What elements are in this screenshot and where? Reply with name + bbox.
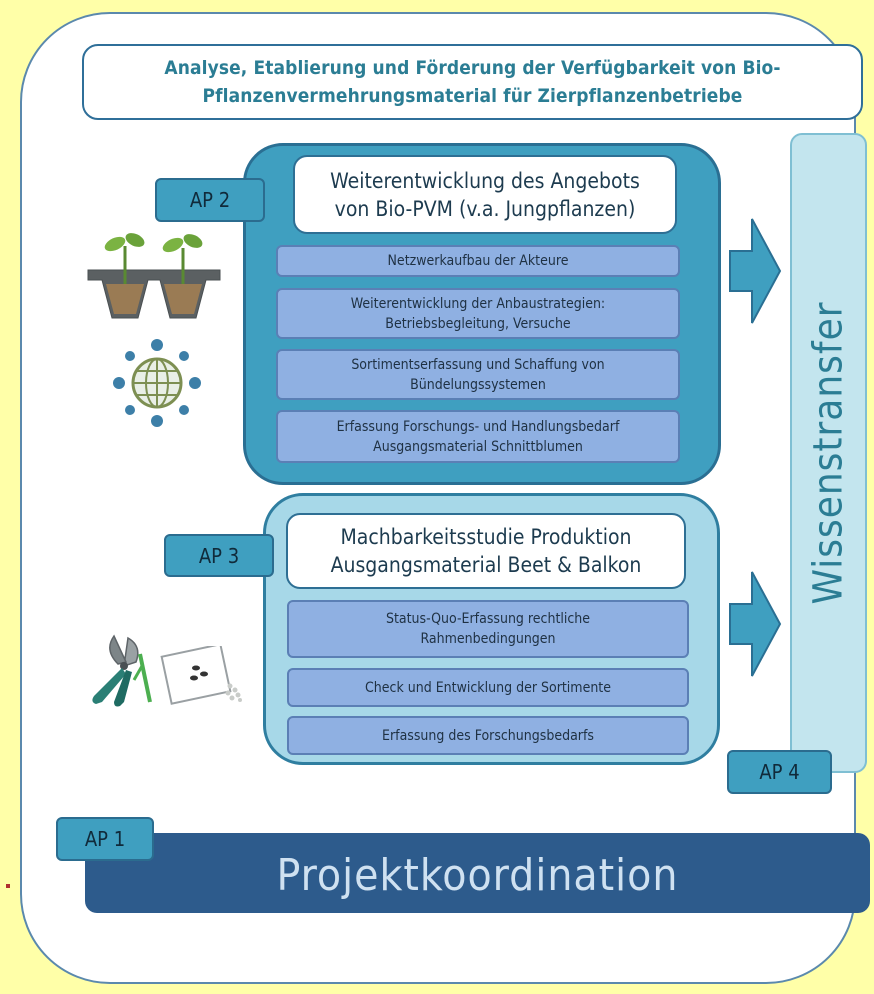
project-title-line1: Analyse, Etablierung und Förderung der V… xyxy=(164,57,781,79)
ap2-task-4: Erfassung Forschungs- und Handlungsbedar… xyxy=(276,410,680,463)
project-title-box: Analyse, Etablierung und Förderung der V… xyxy=(82,44,863,120)
ap1-label: AP 1 xyxy=(56,817,154,861)
ap3-heading: Machbarkeitsstudie Produktion Ausgangsma… xyxy=(286,513,686,589)
ap2-heading: Weiterentwicklung des Angebots von Bio-P… xyxy=(293,155,677,234)
seed-packet-icon xyxy=(160,646,242,705)
ap3-heading-line1: Machbarkeitsstudie Produktion xyxy=(340,525,632,549)
ap3-task-1-line2: Rahmenbedingungen xyxy=(420,631,556,647)
ap2-heading-line2: von Bio-PVM (v.a. Jungpflanzen) xyxy=(334,196,636,221)
ap2-task-2-line1: Weiterentwicklung der Anbaustrategien: xyxy=(350,295,606,312)
ap2-task-1: Netzwerkaufbau der Akteure xyxy=(276,245,680,277)
ap3-heading-line2: Ausgangsmaterial Beet & Balkon xyxy=(330,553,642,577)
ap2-task-3-line1: Sortimentserfassung und Schaffung von xyxy=(351,356,605,373)
ap2-heading-line1: Weiterentwicklung des Angebots xyxy=(330,168,640,193)
ap3-task-3: Erfassung des Forschungsbedarfs xyxy=(287,716,689,755)
ap2-task-3: Sortimentserfassung und Schaffung von Bü… xyxy=(276,349,680,400)
ap3-task-1: Status-Quo-Erfassung rechtliche Rahmenbe… xyxy=(287,600,689,658)
project-title-line2: Pflanzenvermehrungsmaterial für Zierpfla… xyxy=(202,85,743,107)
wissenstransfer-label: Wissenstransfer xyxy=(805,301,852,605)
ap2-task-4-line1: Erfassung Forschungs- und Handlungsbedar… xyxy=(336,418,620,435)
wissenstransfer-bar xyxy=(790,133,867,773)
arrow-right-icon xyxy=(729,571,782,677)
ap3-label: AP 3 xyxy=(164,534,274,577)
ap2-task-2-line2: Betriebsbegleitung, Versuche xyxy=(385,315,571,332)
ap2-task-2: Weiterentwicklung der Anbaustrategien: B… xyxy=(276,288,680,339)
network-globe-icon xyxy=(113,339,201,427)
ap3-task-2: Check und Entwicklung der Sortimente xyxy=(287,668,689,707)
ap2-label: AP 2 xyxy=(155,178,265,222)
ap2-task-3-line2: Bündelungssystemen xyxy=(410,376,546,393)
ap3-task-3-line1: Erfassung des Forschungsbedarfs xyxy=(382,727,594,744)
arrow-right-icon xyxy=(729,218,782,324)
wissenstransfer-label-wrap: Wissenstransfer xyxy=(790,133,867,773)
edge-mark xyxy=(6,884,10,888)
ap2-task-1-line1: Netzwerkaufbau der Akteure xyxy=(387,253,569,269)
ap2-task-4-line2: Ausgangsmaterial Schnittblumen xyxy=(373,438,583,455)
seedlings-in-pots-icon xyxy=(87,233,221,319)
ap4-label: AP 4 xyxy=(727,750,832,794)
pruning-shears-icon xyxy=(92,634,152,707)
ap3-task-2-line1: Check und Entwicklung der Sortimente xyxy=(364,679,611,696)
projektkoordination-bar: Projektkoordination xyxy=(85,833,870,913)
projektkoordination-label: Projektkoordination xyxy=(276,849,679,901)
ap3-task-1-line1: Status-Quo-Erfassung rechtliche xyxy=(385,611,591,627)
